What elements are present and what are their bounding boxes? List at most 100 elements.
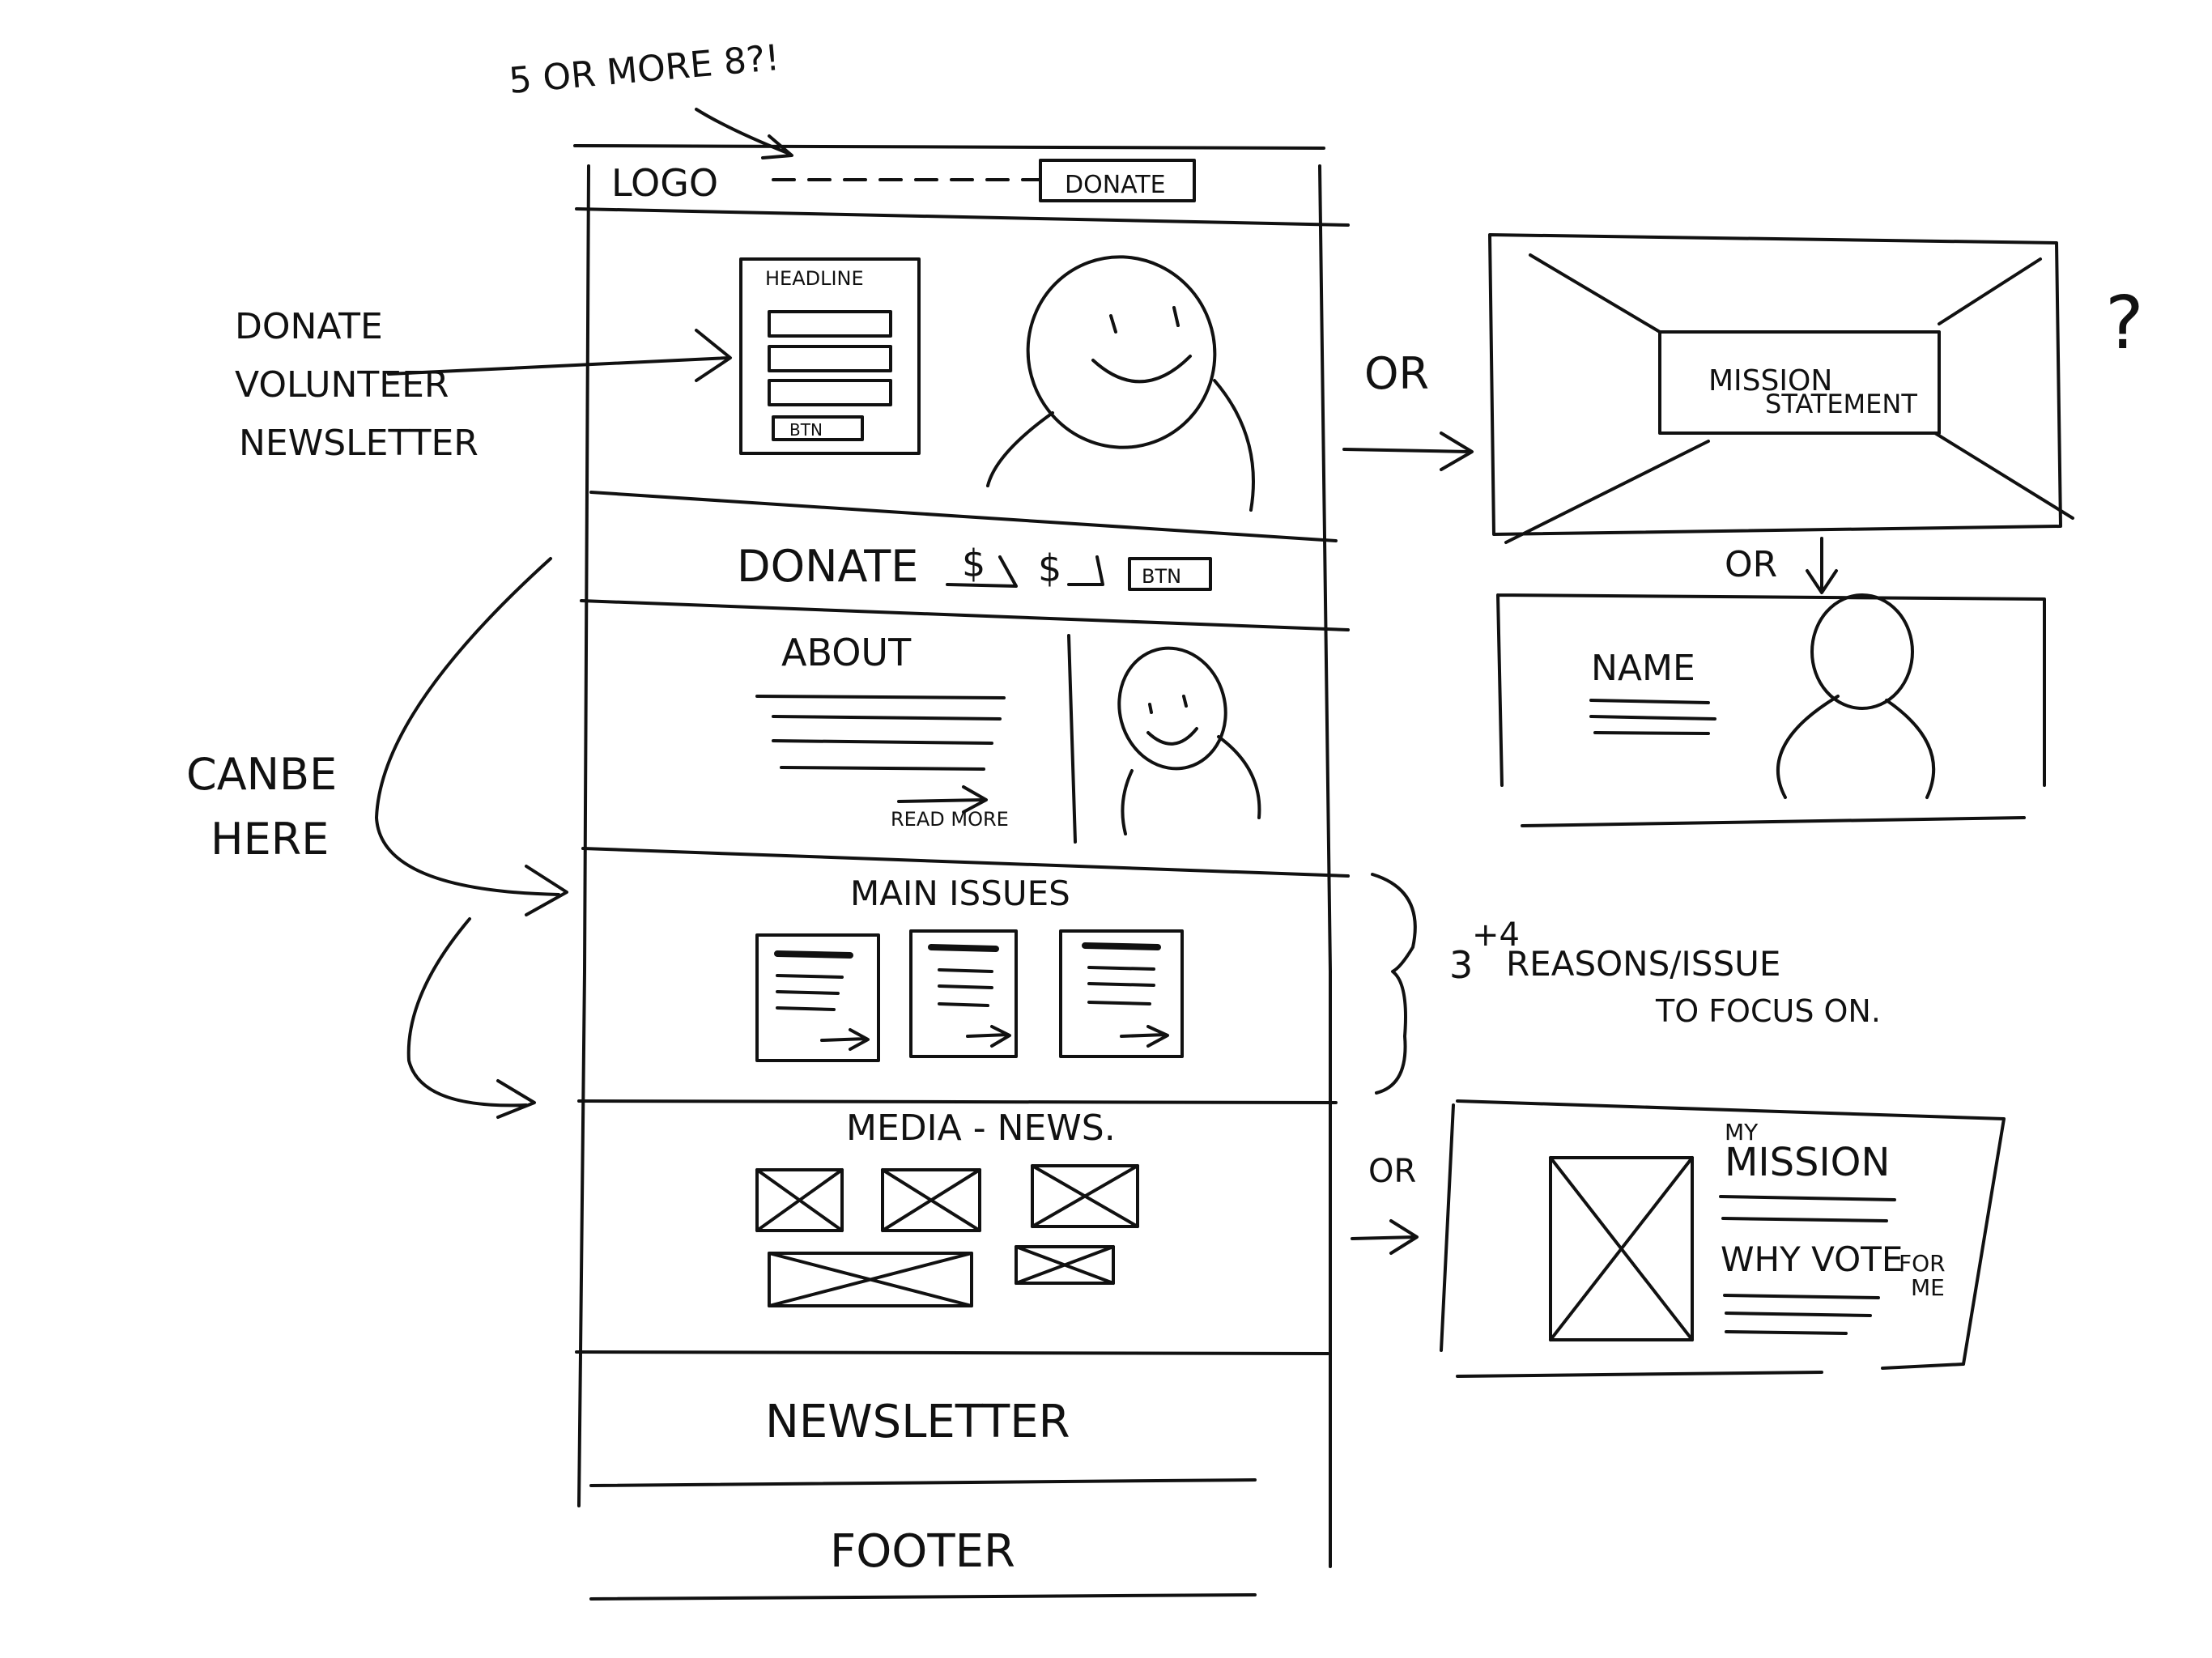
frame-right-edge bbox=[1318, 164, 1332, 1568]
mission-panel-mission: MISSION bbox=[1725, 1140, 1890, 1185]
issues-note-text: REASONS/ISSUE bbox=[1506, 944, 1780, 984]
or-label-3: OR bbox=[1368, 1153, 1416, 1190]
donate-bar-button-label: BTN bbox=[1142, 565, 1181, 588]
about-read-more: READ MORE bbox=[891, 808, 1009, 831]
alternate-name-hero: NAME bbox=[1496, 593, 2046, 827]
question-mark: ? bbox=[2105, 281, 2144, 366]
media-placeholder-1 bbox=[755, 1168, 844, 1232]
issues-note-count: 3 bbox=[1449, 943, 1473, 987]
left-notes: DONATE VOLUNTEER NEWSLETTER CANBE HERE bbox=[186, 306, 732, 1119]
or-arrow-2 bbox=[1806, 537, 1838, 594]
mission-panel-for: FOR bbox=[1899, 1250, 1946, 1277]
about-portrait-shoulders bbox=[1121, 735, 1261, 835]
donate-bar-section: DONATE $ $ BTN bbox=[580, 541, 1350, 631]
hero-form-button bbox=[772, 415, 864, 441]
about-portrait-face bbox=[1146, 695, 1198, 746]
mission-panel-me: ME bbox=[1911, 1274, 1945, 1301]
right-notes: OR OR ? 3 +4 REASONS/ISSUE TO FOCUS ON. … bbox=[1342, 281, 2144, 1255]
about-divider bbox=[581, 847, 1350, 878]
footer-title: FOOTER bbox=[830, 1525, 1015, 1578]
mission-statement-label: STATEMENT bbox=[1765, 389, 1917, 419]
hero-portrait-eye-right bbox=[1172, 306, 1180, 327]
can-be-here-arrow-2 bbox=[406, 917, 536, 1119]
top-note-text: 5 OR MORE 8?! bbox=[508, 37, 781, 102]
or-label-1: OR bbox=[1364, 348, 1429, 399]
about-photo-divider bbox=[1067, 634, 1077, 844]
header-donate-button bbox=[1039, 159, 1196, 202]
mission-panel-my: MY bbox=[1725, 1119, 1759, 1146]
header-divider bbox=[575, 207, 1350, 227]
footer-bottom-edge bbox=[589, 1593, 1257, 1601]
about-text-line-1 bbox=[755, 695, 1006, 699]
or-arrow-3 bbox=[1351, 1219, 1419, 1255]
form-options-arrow bbox=[387, 329, 732, 382]
about-text-line-3 bbox=[772, 739, 993, 745]
issue-card-1 bbox=[755, 933, 880, 1062]
hero-portrait-eye-left bbox=[1109, 314, 1117, 334]
hero-section: HEADLINE BTN bbox=[589, 255, 1338, 542]
about-section: ABOUT READ MORE bbox=[581, 631, 1350, 878]
about-text-line-4 bbox=[780, 766, 985, 771]
hero-headline: HEADLINE bbox=[765, 267, 864, 290]
issues-note-superscript: +4 bbox=[1472, 916, 1520, 954]
can-be-here-arrow-1 bbox=[375, 557, 568, 916]
about-title: ABOUT bbox=[781, 631, 912, 674]
media-divider bbox=[575, 1350, 1329, 1355]
media-title: MEDIA - NEWS. bbox=[846, 1107, 1116, 1149]
can-be-here-line-1: CANBE bbox=[186, 749, 337, 800]
donate-bar-amount-2: $ bbox=[1038, 546, 1061, 590]
newsletter-section: NEWSLETTER bbox=[589, 1396, 1257, 1487]
footer-section: FOOTER bbox=[589, 1525, 1257, 1601]
logo-label: LOGO bbox=[611, 161, 718, 205]
or-label-2: OR bbox=[1725, 544, 1777, 585]
hero-form-box bbox=[739, 257, 921, 455]
form-option-volunteer: VOLUNTEER bbox=[235, 364, 449, 406]
hero-portrait-head bbox=[1026, 255, 1217, 449]
mission-panel-why-vote: WHY VOTE bbox=[1721, 1239, 1903, 1279]
issue-card-3 bbox=[1059, 929, 1184, 1058]
form-option-newsletter: NEWSLETTER bbox=[239, 423, 479, 464]
hero-portrait-smile bbox=[1091, 355, 1192, 384]
mission-label: MISSION bbox=[1708, 364, 1832, 397]
newsletter-title: NEWSLETTER bbox=[765, 1396, 1070, 1448]
mission-statement-box bbox=[1658, 330, 1941, 435]
issues-title: MAIN ISSUES bbox=[850, 874, 1070, 913]
frame-left-edge bbox=[577, 164, 590, 1507]
hero-portrait-shoulders bbox=[986, 379, 1255, 512]
top-note: 5 OR MORE 8?! bbox=[508, 37, 793, 159]
alternate-mission-panel: MY MISSION WHY VOTE FOR ME bbox=[1440, 1099, 2006, 1378]
issue-card-2 bbox=[909, 929, 1018, 1058]
donate-bar-label: DONATE bbox=[737, 541, 918, 592]
or-arrow-1 bbox=[1342, 432, 1474, 471]
header-section: LOGO DONATE bbox=[575, 159, 1350, 227]
media-placeholder-4 bbox=[768, 1252, 973, 1307]
newsletter-divider bbox=[589, 1478, 1257, 1487]
name-portrait-head bbox=[1810, 593, 1914, 710]
media-placeholder-3 bbox=[1031, 1164, 1139, 1228]
about-portrait-head bbox=[1117, 646, 1227, 771]
hero-form-field-2 bbox=[768, 345, 892, 372]
about-text-line-2 bbox=[772, 715, 1002, 721]
issues-brace bbox=[1371, 873, 1417, 1095]
media-placeholder-5 bbox=[1015, 1245, 1115, 1285]
mission-panel-image bbox=[1549, 1156, 1694, 1341]
hero-form-field-3 bbox=[768, 379, 892, 406]
header-donate-label: DONATE bbox=[1065, 171, 1166, 199]
issues-divider bbox=[577, 1099, 1338, 1104]
main-wireframe: LOGO DONATE HEADLINE BTN DONATE $ bbox=[573, 144, 1350, 1601]
media-placeholder-2 bbox=[881, 1168, 981, 1232]
hero-form-button-label: BTN bbox=[789, 420, 823, 440]
name-label: NAME bbox=[1591, 648, 1695, 689]
donate-bar-amount-1-box bbox=[946, 555, 1018, 588]
donate-bar-amount-1: $ bbox=[962, 542, 985, 585]
name-portrait-shoulders bbox=[1776, 695, 1936, 799]
hero-divider bbox=[589, 491, 1338, 542]
donate-bar-divider bbox=[580, 599, 1350, 631]
frame-top-edge bbox=[573, 144, 1325, 150]
about-read-more-arrow bbox=[897, 785, 988, 814]
issues-note-line-2: TO FOCUS ON. bbox=[1655, 993, 1881, 1029]
media-section: MEDIA - NEWS. bbox=[575, 1107, 1329, 1355]
donate-bar-button bbox=[1128, 557, 1212, 591]
hero-form-field-1 bbox=[768, 310, 892, 338]
